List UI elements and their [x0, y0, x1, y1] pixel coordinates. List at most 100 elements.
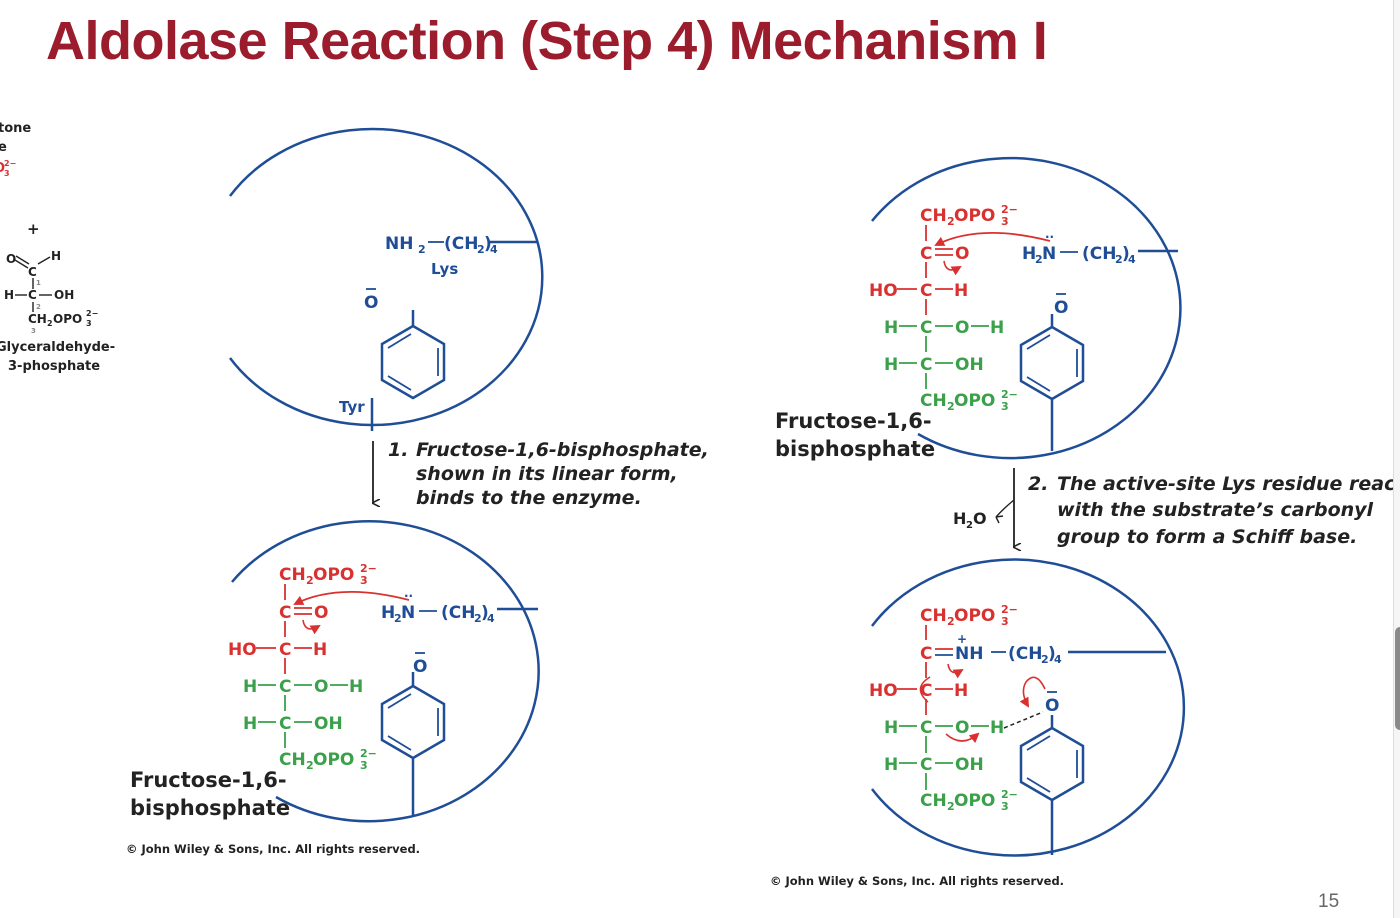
dhap-phosphate-fragment: O	[0, 161, 5, 176]
fbp-atom: 2	[947, 400, 955, 413]
svg-text:2−: 2−	[1001, 603, 1018, 616]
fbp-atom: C	[279, 603, 291, 623]
svg-text:H: H	[4, 288, 14, 302]
electron-arrow-icon	[302, 619, 321, 635]
panel1-labels: NH 2 (CH 2 ) 4 Lys O Tyr	[339, 234, 498, 416]
svg-text:H: H	[990, 718, 1004, 738]
svg-text:CH: CH	[920, 606, 947, 626]
svg-text:O: O	[955, 718, 969, 738]
dhap-name-fragment-2: e	[0, 140, 7, 155]
svg-text:3: 3	[1001, 615, 1009, 628]
electron-arrow-icon	[943, 260, 962, 276]
copyright-right: © John Wiley & Sons, Inc. All rights res…	[770, 874, 1064, 888]
svg-text:3: 3	[4, 169, 10, 178]
svg-text:2: 2	[1041, 653, 1049, 666]
fbp-atom: )	[1122, 244, 1130, 264]
slide-title: Aldolase Reaction (Step 4) Mechanism I	[46, 11, 1048, 71]
svg-text:C: C	[920, 755, 932, 775]
copyright-left: © John Wiley & Sons, Inc. All rights res…	[126, 842, 420, 856]
fbp-atom: OH	[955, 355, 984, 375]
svg-text:2: 2	[947, 615, 955, 628]
fbp-atom: OPO	[313, 750, 354, 770]
fbp-atom: H	[243, 714, 257, 734]
fbp-atom: O	[314, 603, 328, 623]
svg-text:O: O	[6, 252, 16, 266]
fbp-atom: H	[313, 640, 327, 660]
vertical-scrollbar[interactable]	[1393, 0, 1400, 918]
fbp-atom: CH	[279, 565, 306, 585]
fbp-atom: 2	[306, 759, 314, 772]
nucleophilic-attack-arrow-icon	[934, 232, 1051, 246]
lone-pair: ··	[404, 589, 413, 603]
fbp-atom: C	[920, 318, 932, 338]
g3p-name-line2: 3-phosphate	[8, 359, 100, 374]
scrollbar-thumb[interactable]	[1395, 627, 1400, 730]
svg-text:2: 2	[947, 800, 955, 813]
fbp-atom: H	[381, 603, 395, 623]
svg-text:C: C	[920, 644, 932, 664]
svg-text:HO: HO	[869, 681, 898, 701]
enzyme-panel-2	[231, 520, 540, 823]
fbp-atom: O	[955, 244, 969, 264]
fbp-atom: C	[279, 640, 291, 660]
fbp-atom: N	[1042, 244, 1056, 264]
tyr-oxygen: O	[1045, 696, 1059, 716]
svg-text:C: C	[28, 288, 37, 302]
lys-label: Lys	[431, 260, 458, 278]
fbp-atom: 3	[360, 574, 368, 587]
fbp-atom: 2	[947, 215, 955, 228]
dhap-name-fragment-1: tone	[0, 121, 31, 136]
fbp-atom: (CH	[441, 603, 475, 623]
left-fragment: tone e O 2− 3 + O C H 1 H C OH 2	[0, 121, 115, 374]
fbp-atom: O	[1054, 298, 1068, 318]
svg-text:3: 3	[86, 319, 92, 328]
fbp-atom: 2−	[1001, 388, 1018, 401]
fbp-atom: C	[279, 677, 291, 697]
fbp-atom: CH	[920, 206, 947, 226]
svg-text:(CH: (CH	[1008, 644, 1042, 664]
svg-text:group to form a Schiff base.: group to form a Schiff base.	[1057, 526, 1357, 548]
svg-text:2: 2	[477, 243, 485, 256]
enzyme-panel-3	[871, 156, 1182, 460]
svg-text:1: 1	[36, 279, 41, 287]
fbp-name-line2-copy: bisphosphate	[775, 437, 935, 461]
fbp-atom: CH	[279, 750, 306, 770]
tyr-benzene-ring	[380, 324, 446, 400]
hydrogen-bond	[1003, 711, 1044, 729]
plus-sign: +	[27, 220, 40, 238]
svg-text:H: H	[884, 718, 898, 738]
fbp-atom: 2	[306, 574, 314, 587]
fbp-atom: 2−	[1001, 203, 1018, 216]
fbp-atom: H	[349, 677, 363, 697]
fbp-atom: 4	[1128, 253, 1136, 266]
fbp-atom: H	[1022, 244, 1036, 264]
fbp-atom: H	[243, 677, 257, 697]
svg-text:(CH: (CH	[444, 234, 478, 254]
svg-text:with the substrate’s carbonyl: with the substrate’s carbonyl	[1057, 499, 1374, 521]
fbp-atom: 3	[1001, 215, 1009, 228]
fbp-atom: N	[401, 603, 415, 623]
svg-text:Fructose-1,6-bisphosphate,: Fructose-1,6-bisphosphate,	[416, 439, 709, 461]
fbp-atom: )	[481, 603, 489, 623]
fbp-atom: C	[920, 281, 932, 301]
fbp-atom: 3	[1001, 400, 1009, 413]
svg-text:C: C	[920, 681, 932, 701]
svg-text:H: H	[954, 681, 968, 701]
svg-text:H: H	[51, 249, 61, 263]
enzyme-outline	[229, 127, 544, 427]
fbp-atom: 2	[1115, 253, 1123, 266]
nucleophilic-attack-arrow-icon	[293, 591, 410, 605]
fbp-atom: CH	[920, 391, 947, 411]
tyr-label: Tyr	[339, 398, 365, 416]
svg-text:C: C	[28, 265, 37, 279]
svg-text:shown in its linear form,: shown in its linear form,	[416, 463, 678, 485]
step2: H 2 O 2. The active-site Lys residue rea…	[953, 468, 1393, 548]
svg-text:2−: 2−	[4, 159, 16, 168]
svg-text:CH: CH	[920, 791, 947, 811]
svg-text:3: 3	[1001, 800, 1009, 813]
svg-text:The active-site Lys residue re: The active-site Lys residue reacts	[1057, 473, 1393, 495]
svg-text:H: H	[884, 755, 898, 775]
